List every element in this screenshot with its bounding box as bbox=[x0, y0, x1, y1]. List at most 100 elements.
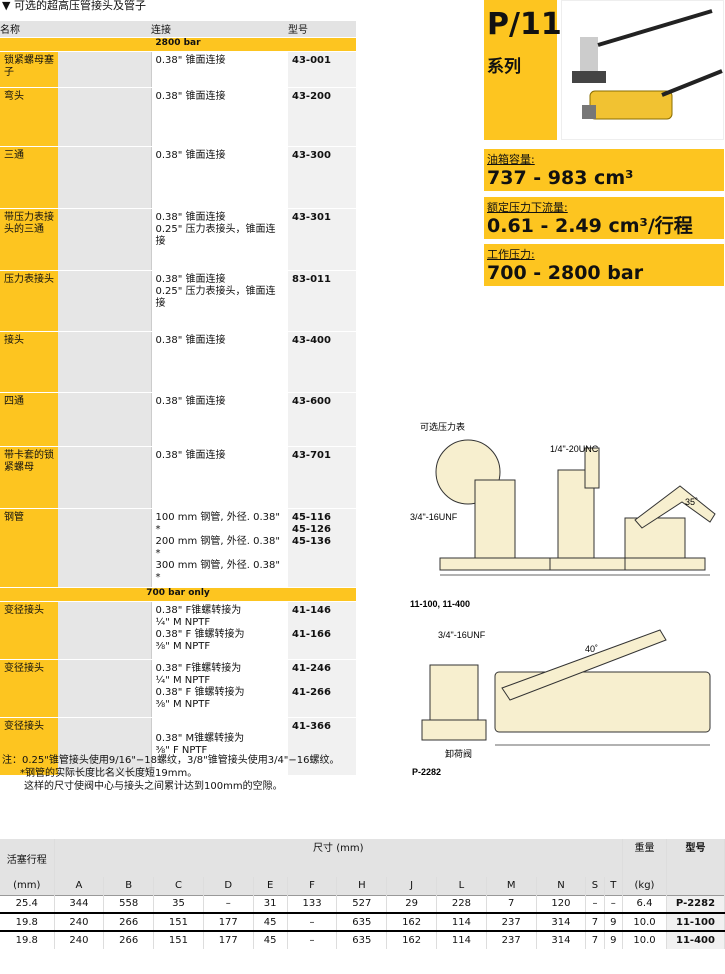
accessory-name: 锁紧螺母塞子 bbox=[0, 51, 58, 88]
spec-capacity: 油箱容量:737 - 983 cm³ bbox=[484, 149, 724, 191]
fitting-photo bbox=[58, 601, 151, 660]
dim-cell: 162 bbox=[386, 931, 437, 949]
dim-cell: 7 bbox=[585, 931, 605, 949]
accessory-conn: 0.38" 锥面连接 0.25" 压力表接头，锥面连接 bbox=[150, 270, 288, 332]
accessory-model: 43-001 bbox=[288, 51, 356, 88]
dim-cell: 31 bbox=[253, 895, 288, 913]
dim-col: D bbox=[203, 877, 254, 895]
accessory-header: 名称 连接 型号 bbox=[0, 21, 356, 38]
dim-cell: – bbox=[604, 895, 624, 913]
dim-cell: 314 bbox=[536, 931, 587, 949]
series-name: P/11 bbox=[487, 7, 562, 42]
accessory-conn: 0.38" M锥螺转接为 ⅜" F NPTF bbox=[150, 717, 288, 776]
accessory-name: 变径接头 bbox=[0, 659, 58, 718]
dim-cell: 177 bbox=[203, 931, 254, 949]
series-label: 系列 bbox=[487, 57, 521, 77]
accessory-conn: 0.38" 锥面连接 0.25" 压力表接头，锥面连接 bbox=[150, 208, 288, 271]
dim-col: E bbox=[253, 877, 288, 895]
dim-cell: 10.0 bbox=[622, 931, 667, 949]
dims-head: 尺寸 (mm) bbox=[54, 839, 623, 877]
dim-cell: 133 bbox=[287, 895, 338, 913]
fitting-photo bbox=[58, 87, 151, 147]
note-3: 这样的尺寸使阀中心与接头之间累计达到100mm的空隙。 bbox=[24, 781, 283, 792]
dim-cell: 314 bbox=[536, 913, 587, 931]
fitting-photo bbox=[58, 659, 151, 718]
accessory-name: 压力表接头 bbox=[0, 270, 58, 332]
dim-cell: 9 bbox=[604, 913, 624, 931]
model-head: 型号 bbox=[666, 839, 725, 877]
fitting-photo bbox=[58, 146, 151, 209]
dim-col: A bbox=[54, 877, 105, 895]
dim-cell: – bbox=[203, 895, 254, 913]
dim-cell: 240 bbox=[54, 913, 105, 931]
fitting-photo bbox=[58, 270, 151, 332]
pump-illustration bbox=[572, 9, 723, 120]
accessory-model: 41-366 bbox=[288, 717, 356, 776]
spec-pressure: 工作压力:700 - 2800 bar bbox=[484, 244, 724, 286]
thread-2: 3/4"-16UNF bbox=[410, 512, 458, 522]
dim-cell: 19.8 bbox=[0, 931, 55, 949]
gauge-label: 可选压力表 bbox=[420, 421, 465, 432]
dim-cell: 45 bbox=[253, 931, 288, 949]
angle-1: 35˚ bbox=[685, 497, 698, 507]
drawing-model-2: P-2282 bbox=[412, 767, 441, 777]
dim-col: B bbox=[103, 877, 155, 895]
dim-cell: 237 bbox=[486, 931, 537, 949]
kg-unit: (kg) bbox=[622, 877, 667, 895]
stroke-head: 活塞行程 bbox=[0, 839, 55, 877]
accessory-model: 43-701 bbox=[288, 446, 356, 509]
dim-cell: 635 bbox=[336, 913, 388, 931]
col-conn: 连接 bbox=[151, 21, 288, 38]
accessory-conn: 0.38" 锥面连接 bbox=[150, 87, 288, 147]
dim-cell: 266 bbox=[103, 931, 155, 949]
accessory-name: 变径接头 bbox=[0, 601, 58, 660]
dim-cell: 228 bbox=[436, 895, 487, 913]
accessory-name: 钢管 bbox=[0, 508, 58, 588]
accessory-name: 变径接头 bbox=[0, 717, 58, 776]
accessory-name: 四通 bbox=[0, 392, 58, 447]
dim-cell: 266 bbox=[103, 913, 155, 931]
accessory-model: 43-400 bbox=[288, 331, 356, 393]
fitting-photo bbox=[58, 446, 151, 509]
band-2800: 2800 bar bbox=[0, 37, 356, 52]
accessory-model: 43-301 bbox=[288, 208, 356, 271]
dim-col: H bbox=[336, 877, 388, 895]
spec-flow: 额定压力下流量:0.61 - 2.49 cm³/行程 bbox=[484, 197, 724, 239]
accessory-model: 45-116 45-126 45-136 bbox=[288, 508, 356, 588]
dim-cell: 7 bbox=[585, 913, 605, 931]
dim-cell: 635 bbox=[336, 931, 388, 949]
dim-cell: 7 bbox=[486, 895, 537, 913]
dim-col: T bbox=[604, 877, 624, 895]
fitting-photo bbox=[58, 51, 151, 88]
dim-cell: 527 bbox=[336, 895, 388, 913]
fitting-photo bbox=[58, 717, 151, 776]
accessory-model: 41-146 41-166 bbox=[288, 601, 356, 660]
accessory-name: 接头 bbox=[0, 331, 58, 393]
dim-cell: 240 bbox=[54, 931, 105, 949]
pump-photo bbox=[561, 0, 724, 140]
dim-cell: 35 bbox=[153, 895, 204, 913]
dim-col: S bbox=[585, 877, 605, 895]
drawing-model-1: 11-100, 11-400 bbox=[410, 599, 470, 609]
note-2: *钢管的实际长度比名义长度短19mm。 bbox=[20, 768, 198, 779]
valve-label: 卸荷阀 bbox=[445, 748, 472, 759]
dim-cell: 162 bbox=[386, 913, 437, 931]
thread-1: 1/4"-20UNC bbox=[550, 444, 599, 454]
dim-cell: 177 bbox=[203, 913, 254, 931]
fitting-photo bbox=[58, 331, 151, 393]
dim-cell: 29 bbox=[386, 895, 437, 913]
band-700: 700 bar only bbox=[0, 587, 356, 602]
accessory-name: 三通 bbox=[0, 146, 58, 209]
fitting-photo bbox=[58, 508, 151, 588]
accessory-conn: 0.38" 锥面连接 bbox=[150, 51, 288, 88]
